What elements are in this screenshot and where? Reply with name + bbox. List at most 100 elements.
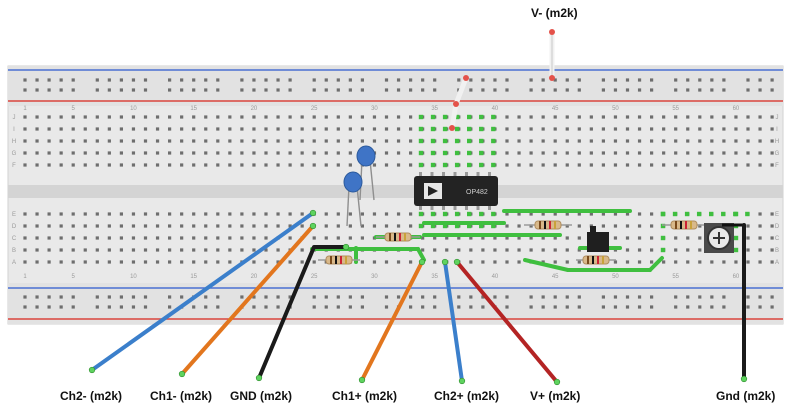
connected-hole [430, 162, 436, 168]
terminal-hole [445, 236, 449, 240]
terminal-hole [228, 139, 232, 143]
rail-hole [252, 295, 256, 299]
terminal-hole [541, 151, 545, 155]
wire-v-plus-end [453, 258, 461, 266]
terminal-hole [23, 248, 27, 252]
terminal-hole [565, 139, 569, 143]
terminal-hole [758, 151, 762, 155]
terminal-hole [83, 224, 87, 228]
terminal-hole [348, 115, 352, 119]
connected-hole [491, 126, 496, 132]
terminal-hole [23, 212, 27, 216]
rail-hole [276, 88, 280, 92]
terminal-hole [312, 236, 316, 240]
connected-hole [745, 211, 750, 217]
rail-hole [553, 88, 557, 92]
jumper-end [449, 125, 455, 131]
rail-hole [674, 78, 678, 82]
column-number: 20 [251, 274, 258, 280]
resistor-5-band [680, 221, 682, 229]
terminal-hole [625, 163, 630, 167]
terminal-hole [252, 236, 256, 240]
terminal-hole [143, 151, 148, 155]
resistor-5-band [685, 221, 687, 229]
ic-logo-triangle [428, 186, 438, 196]
terminal-hole [348, 163, 352, 167]
terminal-hole [505, 260, 509, 264]
rail-hole [71, 295, 75, 299]
resistor-4-band [597, 256, 599, 264]
terminal-hole [517, 236, 521, 240]
terminal-hole [252, 139, 256, 143]
terminal-hole [529, 236, 533, 240]
terminal-hole [710, 260, 714, 264]
connected-hole [467, 114, 472, 120]
terminal-hole [770, 236, 774, 240]
rail-hole [47, 78, 51, 82]
terminal-hole [276, 115, 280, 119]
terminal-hole [131, 127, 136, 131]
connected-hole [491, 223, 496, 229]
rail-hole [180, 88, 184, 92]
terminal-hole [409, 139, 413, 143]
terminal-hole [216, 163, 220, 167]
rail-hole [674, 295, 678, 299]
terminal-hole [770, 151, 774, 155]
terminal-hole [264, 248, 268, 252]
terminal-hole [336, 151, 340, 155]
connected-hole [442, 114, 448, 120]
terminal-hole [577, 139, 581, 143]
terminal-hole [421, 236, 425, 240]
terminal-hole [216, 248, 220, 252]
terminal-hole [131, 212, 136, 216]
terminal-hole [445, 248, 449, 252]
terminal-hole [674, 163, 678, 167]
rail-hole [637, 78, 642, 82]
terminal-hole [348, 127, 352, 131]
terminal-hole [625, 260, 630, 264]
row-letter: E [12, 212, 16, 218]
connected-hole [467, 138, 472, 144]
rail-hole [119, 78, 123, 82]
connected-hole [660, 223, 666, 229]
rail-hole [264, 88, 268, 92]
terminal-hole [192, 212, 196, 216]
resistor-1-band [399, 233, 401, 241]
rail-hole [553, 295, 557, 299]
resistor-4-body [582, 255, 610, 265]
connected-hole [430, 211, 436, 217]
rail-hole [409, 305, 413, 309]
terminal-hole [674, 127, 678, 131]
terminal-hole [360, 212, 364, 216]
rail-hole [577, 295, 581, 299]
rail-hole [384, 305, 389, 309]
terminal-hole [131, 224, 136, 228]
wire-ch2-minus [90, 211, 315, 372]
terminal-hole [300, 212, 304, 216]
terminal-hole [517, 212, 521, 216]
terminal-hole [216, 236, 220, 240]
terminal-hole [758, 115, 762, 119]
rail-hole [35, 305, 39, 309]
column-number: 30 [371, 106, 378, 112]
terminal-hole [216, 151, 220, 155]
terminal-hole [662, 163, 666, 167]
ic-pin [465, 172, 468, 176]
terminal-hole [35, 212, 39, 216]
rail-hole [601, 295, 605, 299]
wire-gnd-end [342, 243, 350, 251]
terminal-hole [192, 163, 196, 167]
wire-ch1-plus [360, 260, 424, 382]
connected-hole [479, 223, 484, 229]
terminal-hole [240, 163, 244, 167]
rail-hole [324, 295, 328, 299]
terminal-hole [529, 224, 533, 228]
connected-hole [467, 211, 472, 217]
rail-hole [95, 78, 99, 82]
terminal-hole [529, 151, 533, 155]
connected-hole [454, 211, 460, 217]
terminal-hole [276, 163, 280, 167]
rail-hole [493, 295, 497, 299]
terminal-hole [650, 248, 654, 252]
terminal-hole [83, 115, 87, 119]
